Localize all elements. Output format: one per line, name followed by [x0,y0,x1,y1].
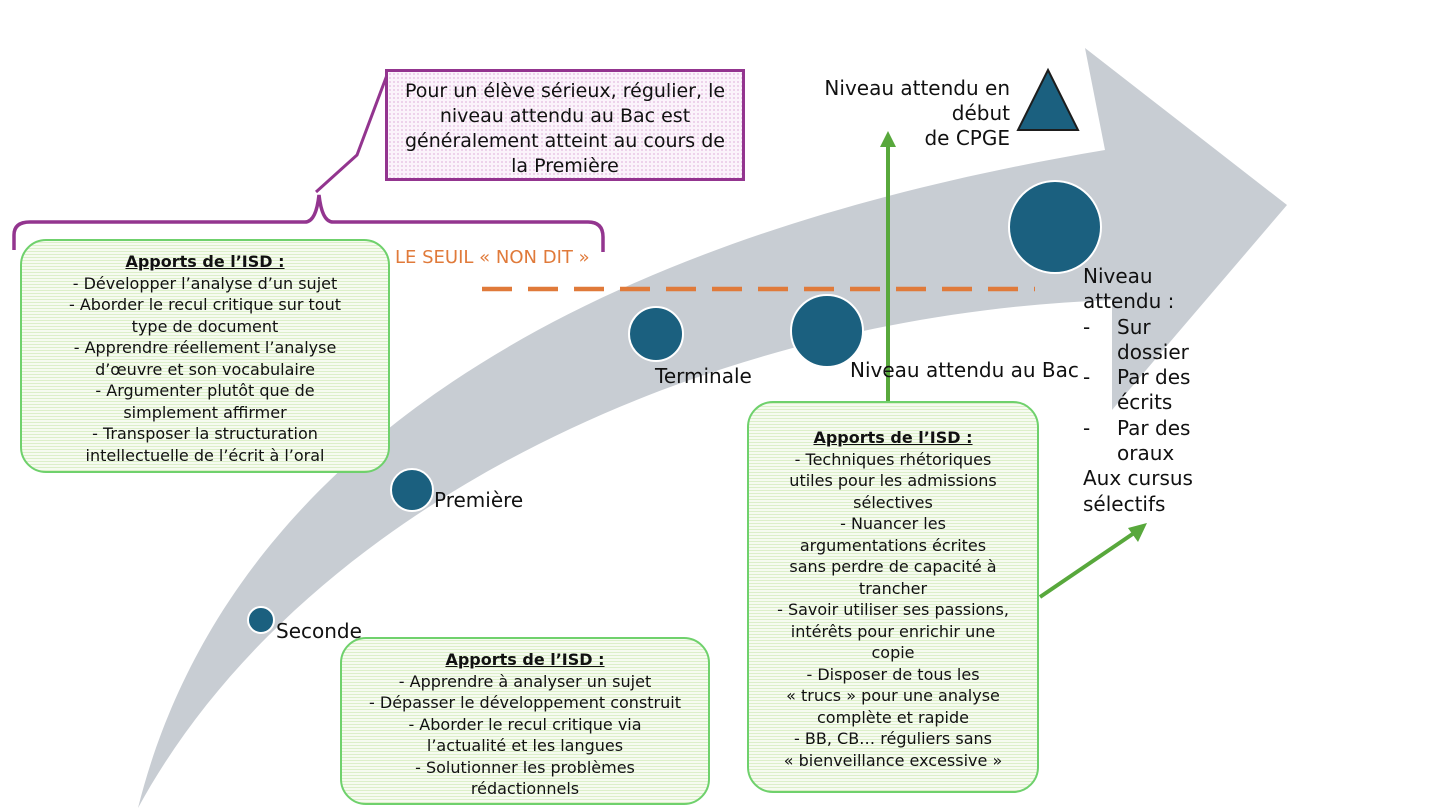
box-line: « trucs » pour une analyse [786,686,1000,705]
box-line: intellectuelle de l’écrit à l’oral [85,445,325,465]
label-seconde: Seconde [276,619,362,643]
box-line: l’actualité et les langues [426,736,624,755]
box-heading: Apports de l’ISD : [813,428,973,447]
box-line: simplement affirmer [123,402,287,422]
seuil-label: LE SEUIL « NON DIT » [395,247,590,268]
box-line: - Transposer la structuration [92,424,318,443]
label-terminale: Terminale [655,364,752,388]
box-line: - Disposer de tous les [806,664,980,684]
box-line: d’œuvre et son vocabulaire [95,359,315,379]
box-line: - Apprendre à analyser un sujet [398,671,652,691]
box-line: - Apprendre réellement l’analyse [73,338,337,357]
purple-brace [12,194,605,252]
expected-level-title: Niveau [1083,264,1153,288]
box-line: sans perdre de capacité à [789,557,997,576]
green-vertical-arrowhead [880,131,896,147]
callout-line: généralement atteint au cours de [404,130,725,152]
box-heading: Apports de l’ISD : [445,650,605,669]
box-line: - BB, CB… réguliers sans [794,729,992,748]
item-line: oraux [1117,441,1175,466]
box-line: - Nuancer les [840,514,946,533]
apports-box-premiere: Apports de l’ISD : - Développer l’analys… [20,239,390,473]
box-line: type de document [131,316,279,336]
cpge-label: Niveau attendu en début de CPGE [760,76,1010,151]
item-dash: - [1083,365,1091,390]
callout-line: niveau attendu au Bac est [439,105,691,127]
box-line: utiles pour les admissions [789,471,997,490]
box-line: intérêts pour enrichir une [790,621,996,641]
expected-level-footer: sélectifs [1083,491,1166,516]
box-line: complète et rapide [816,707,969,727]
cpge-label-line: Niveau attendu en début [824,76,1010,125]
callout-line: Pour un élève sérieux, régulier, le [404,80,726,102]
box-heading: Apports de l’ISD : [125,252,285,271]
box-line: copie [871,643,915,662]
green-diagonal-arrowhead [1128,523,1147,542]
box-line: - Savoir utiliser ses passions, [777,600,1009,619]
box-line: « bienveillance excessive » [783,750,1003,770]
item-line: Par des [1117,365,1191,390]
item-dash: - [1083,314,1091,339]
label-bac: Niveau attendu au Bac [850,358,1079,382]
box-line: rédactionnels [470,779,580,798]
box-line: - Dépasser le développement construit [369,693,681,712]
dot-bac [790,294,864,368]
apports-box-terminale: Apports de l’ISD : - Techniques rhétoriq… [747,401,1039,793]
item-line: écrits [1117,390,1173,415]
box-line: - Argumenter plutôt que de [95,381,315,400]
cpge-label-line: de CPGE [924,126,1010,150]
expected-level-title: attendu : [1083,289,1175,314]
box-line: - Développer l’analyse d’un sujet [72,273,338,293]
item-line: Par des [1117,415,1191,440]
green-diagonal-arrow-shaft [1038,529,1139,599]
expected-level-item: - Sur dossier [1083,315,1193,366]
dot-terminale [628,306,684,362]
box-line: - Aborder le recul critique via [408,714,642,734]
cpge-triangle [1016,67,1080,131]
box-line: sélectives [853,492,933,512]
expected-level-item: - Par des oraux [1083,416,1193,467]
progress-arrow [138,48,1287,808]
expected-level-footer: Aux cursus [1083,466,1193,491]
callout-connector [314,74,389,194]
dot-seconde [247,606,275,634]
expected-level-item: - Par des écrits [1083,365,1193,416]
item-line: dossier [1117,339,1189,364]
expected-level-list: Niveau attendu : - Sur dossier - Par des… [1083,264,1193,517]
label-premiere: Première [434,488,524,512]
item-line: Sur [1117,314,1151,339]
callout-line: la Première [511,155,619,177]
box-line: - Aborder le recul critique sur tout [68,295,341,314]
apports-box-seconde: Apports de l’ISD : - Apprendre à analyse… [340,637,710,805]
box-line: - Techniques rhétoriques [794,449,992,469]
item-dash: - [1083,415,1091,440]
dot-selectif [1008,180,1102,274]
dot-premiere [390,468,434,512]
box-line: trancher [858,578,928,598]
box-line: - Solutionner les problèmes [415,757,635,777]
callout-box: Pour un élève sérieux, régulier, le nive… [385,69,745,181]
box-line: argumentations écrites [799,535,987,555]
